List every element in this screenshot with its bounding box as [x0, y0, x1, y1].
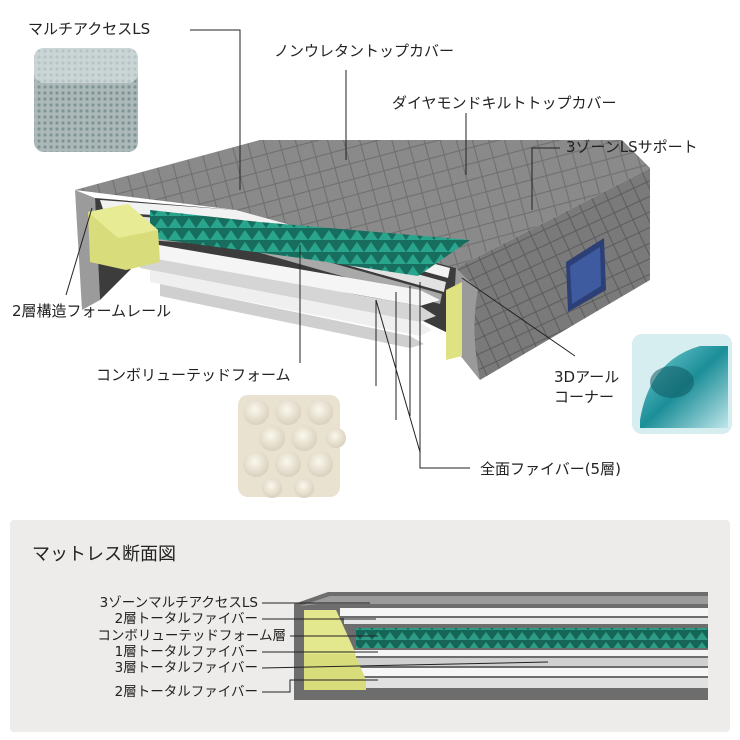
convoluted-swatch — [238, 395, 346, 498]
cross-section-diagram — [294, 592, 708, 700]
label-corner-line2: コーナー — [554, 388, 615, 406]
multi-access-swatch — [34, 48, 138, 152]
mattress-cutaway — [75, 140, 650, 380]
section-label: 2層トータルファイバー — [114, 611, 258, 627]
section-title: マットレス断面図 — [32, 544, 176, 565]
mattress-top-surface — [75, 140, 650, 268]
section-label: 3層トータルファイバー — [114, 660, 258, 676]
label-three-zone-support: 3ゾーンLSサポート — [566, 138, 698, 156]
label-diamond-quilt-cover: ダイヤモンドキルトトップカバー — [392, 94, 617, 112]
section-label: 1層トータルファイバー — [114, 644, 258, 660]
section-label: コンボリューテッドフォーム層 — [97, 628, 286, 644]
mattress-side — [456, 168, 650, 380]
label-two-layer-rail: 2層構造フォームレール — [12, 302, 172, 320]
leader-lines — [65, 29, 576, 469]
section-label-list: 3ゾーンマルチアクセスLS 2層トータルファイバー コンボリューテッドフォーム層… — [0, 0, 286, 740]
label-full-fiber: 全面ファイバー(5層) — [480, 460, 621, 478]
section-leaders — [261, 602, 549, 693]
label-non-urethane-cover: ノンウレタントップカバー — [274, 42, 455, 60]
brand-tag — [566, 238, 606, 312]
section-label: 3ゾーンマルチアクセスLS — [99, 595, 258, 611]
corner-swatch — [632, 334, 732, 434]
label-corner-line1: 3Dアール — [554, 368, 620, 386]
foam-rail-right — [446, 282, 462, 360]
convoluted-foam-layer — [150, 210, 470, 276]
section-label: 2層トータルファイバー — [114, 684, 258, 700]
label-convoluted-foam: コンボリューテッドフォーム — [96, 366, 291, 384]
label-multi-access-ls: マルチアクセスLS — [28, 20, 151, 38]
